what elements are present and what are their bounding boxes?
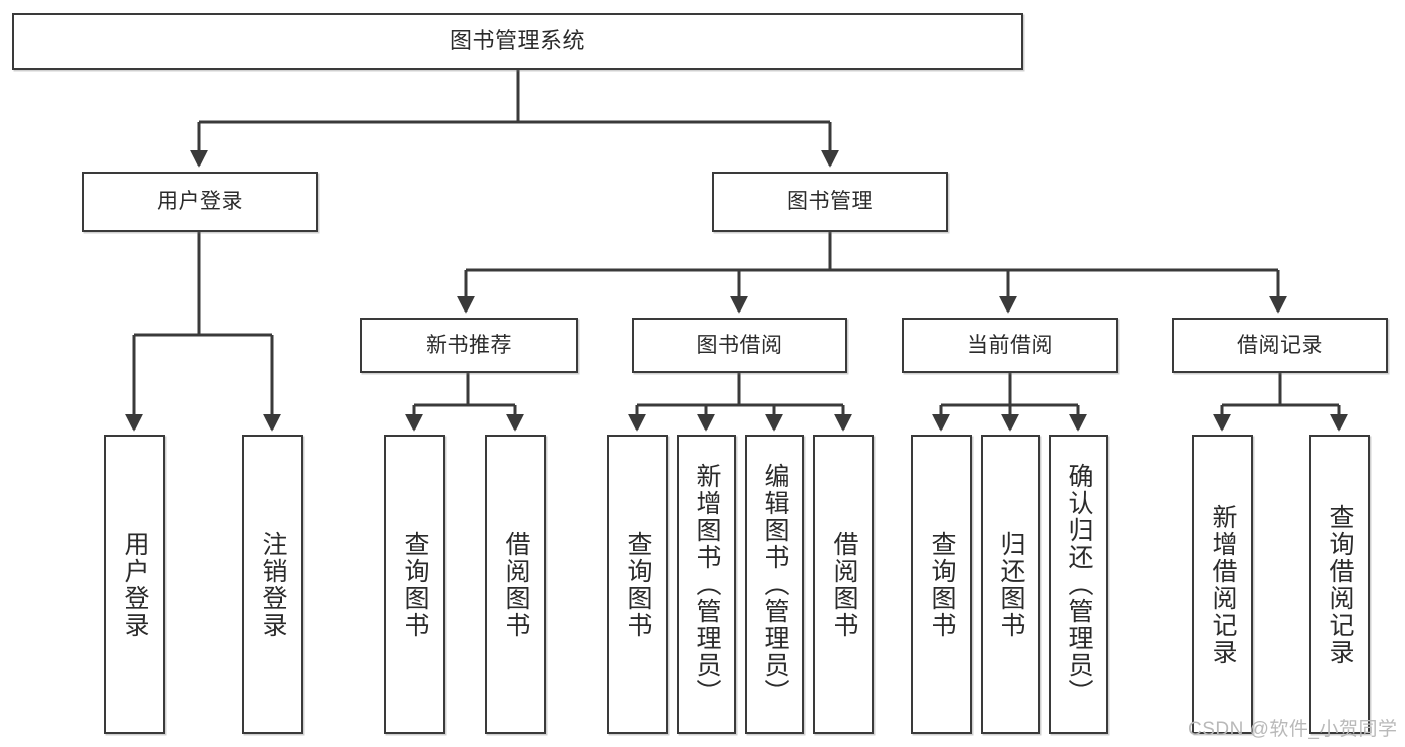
node-leaf-logout[interactable]: 注销登录 — [242, 435, 303, 734]
node-new-book-rec[interactable]: 新书推荐 — [360, 318, 578, 373]
node-current-borrow[interactable]: 当前借阅 — [902, 318, 1118, 373]
node-borrow-record[interactable]: 借阅记录 — [1172, 318, 1388, 373]
csdn-watermark: CSDN @软件_小贺同学 — [1188, 719, 1398, 740]
node-root[interactable]: 图书管理系统 — [12, 13, 1023, 70]
node-leaf-borrow-book-2-label: 借阅图书 — [830, 530, 858, 639]
node-leaf-query-book-2-label: 查询图书 — [624, 530, 652, 639]
node-leaf-query-book-3[interactable]: 查询图书 — [911, 435, 972, 734]
node-leaf-query-book-1[interactable]: 查询图书 — [384, 435, 445, 734]
node-leaf-return-book-label: 归还图书 — [997, 530, 1025, 639]
node-leaf-add-book[interactable]: 新增图书（管理员） — [677, 435, 736, 734]
node-leaf-query-record-label: 查询借阅记录 — [1326, 503, 1354, 666]
node-root-label: 图书管理系统 — [449, 28, 585, 54]
node-leaf-borrow-book-1-label: 借阅图书 — [502, 530, 530, 639]
node-book-manage[interactable]: 图书管理 — [712, 172, 948, 232]
node-leaf-add-record-label: 新增借阅记录 — [1209, 503, 1237, 666]
node-leaf-return-book[interactable]: 归还图书 — [981, 435, 1040, 734]
node-leaf-edit-book-label: 编辑图书（管理员） — [761, 463, 789, 706]
node-leaf-query-book-3-label: 查询图书 — [928, 530, 956, 639]
node-current-borrow-label: 当前借阅 — [967, 333, 1053, 357]
node-borrow-record-label: 借阅记录 — [1237, 333, 1323, 357]
node-new-book-rec-label: 新书推荐 — [426, 333, 512, 357]
node-leaf-add-record[interactable]: 新增借阅记录 — [1192, 435, 1253, 734]
node-leaf-borrow-book-2[interactable]: 借阅图书 — [813, 435, 874, 734]
node-leaf-edit-book[interactable]: 编辑图书（管理员） — [745, 435, 804, 734]
node-book-borrow[interactable]: 图书借阅 — [632, 318, 847, 373]
node-user-login[interactable]: 用户登录 — [82, 172, 318, 232]
node-leaf-query-record[interactable]: 查询借阅记录 — [1309, 435, 1370, 734]
node-leaf-confirm-return[interactable]: 确认归还（管理员） — [1049, 435, 1108, 734]
node-leaf-query-book-2[interactable]: 查询图书 — [607, 435, 668, 734]
node-leaf-confirm-return-label: 确认归还（管理员） — [1065, 463, 1093, 706]
node-user-login-label: 用户登录 — [157, 190, 243, 214]
node-leaf-add-book-label: 新增图书（管理员） — [693, 463, 721, 706]
node-leaf-query-book-1-label: 查询图书 — [401, 530, 429, 639]
node-book-borrow-label: 图书借阅 — [696, 333, 783, 357]
node-leaf-user-login[interactable]: 用户登录 — [104, 435, 165, 734]
node-book-manage-label: 图书管理 — [787, 190, 873, 214]
node-leaf-user-login-label: 用户登录 — [121, 530, 149, 639]
node-leaf-logout-label: 注销登录 — [259, 530, 287, 639]
node-leaf-borrow-book-1[interactable]: 借阅图书 — [485, 435, 546, 734]
